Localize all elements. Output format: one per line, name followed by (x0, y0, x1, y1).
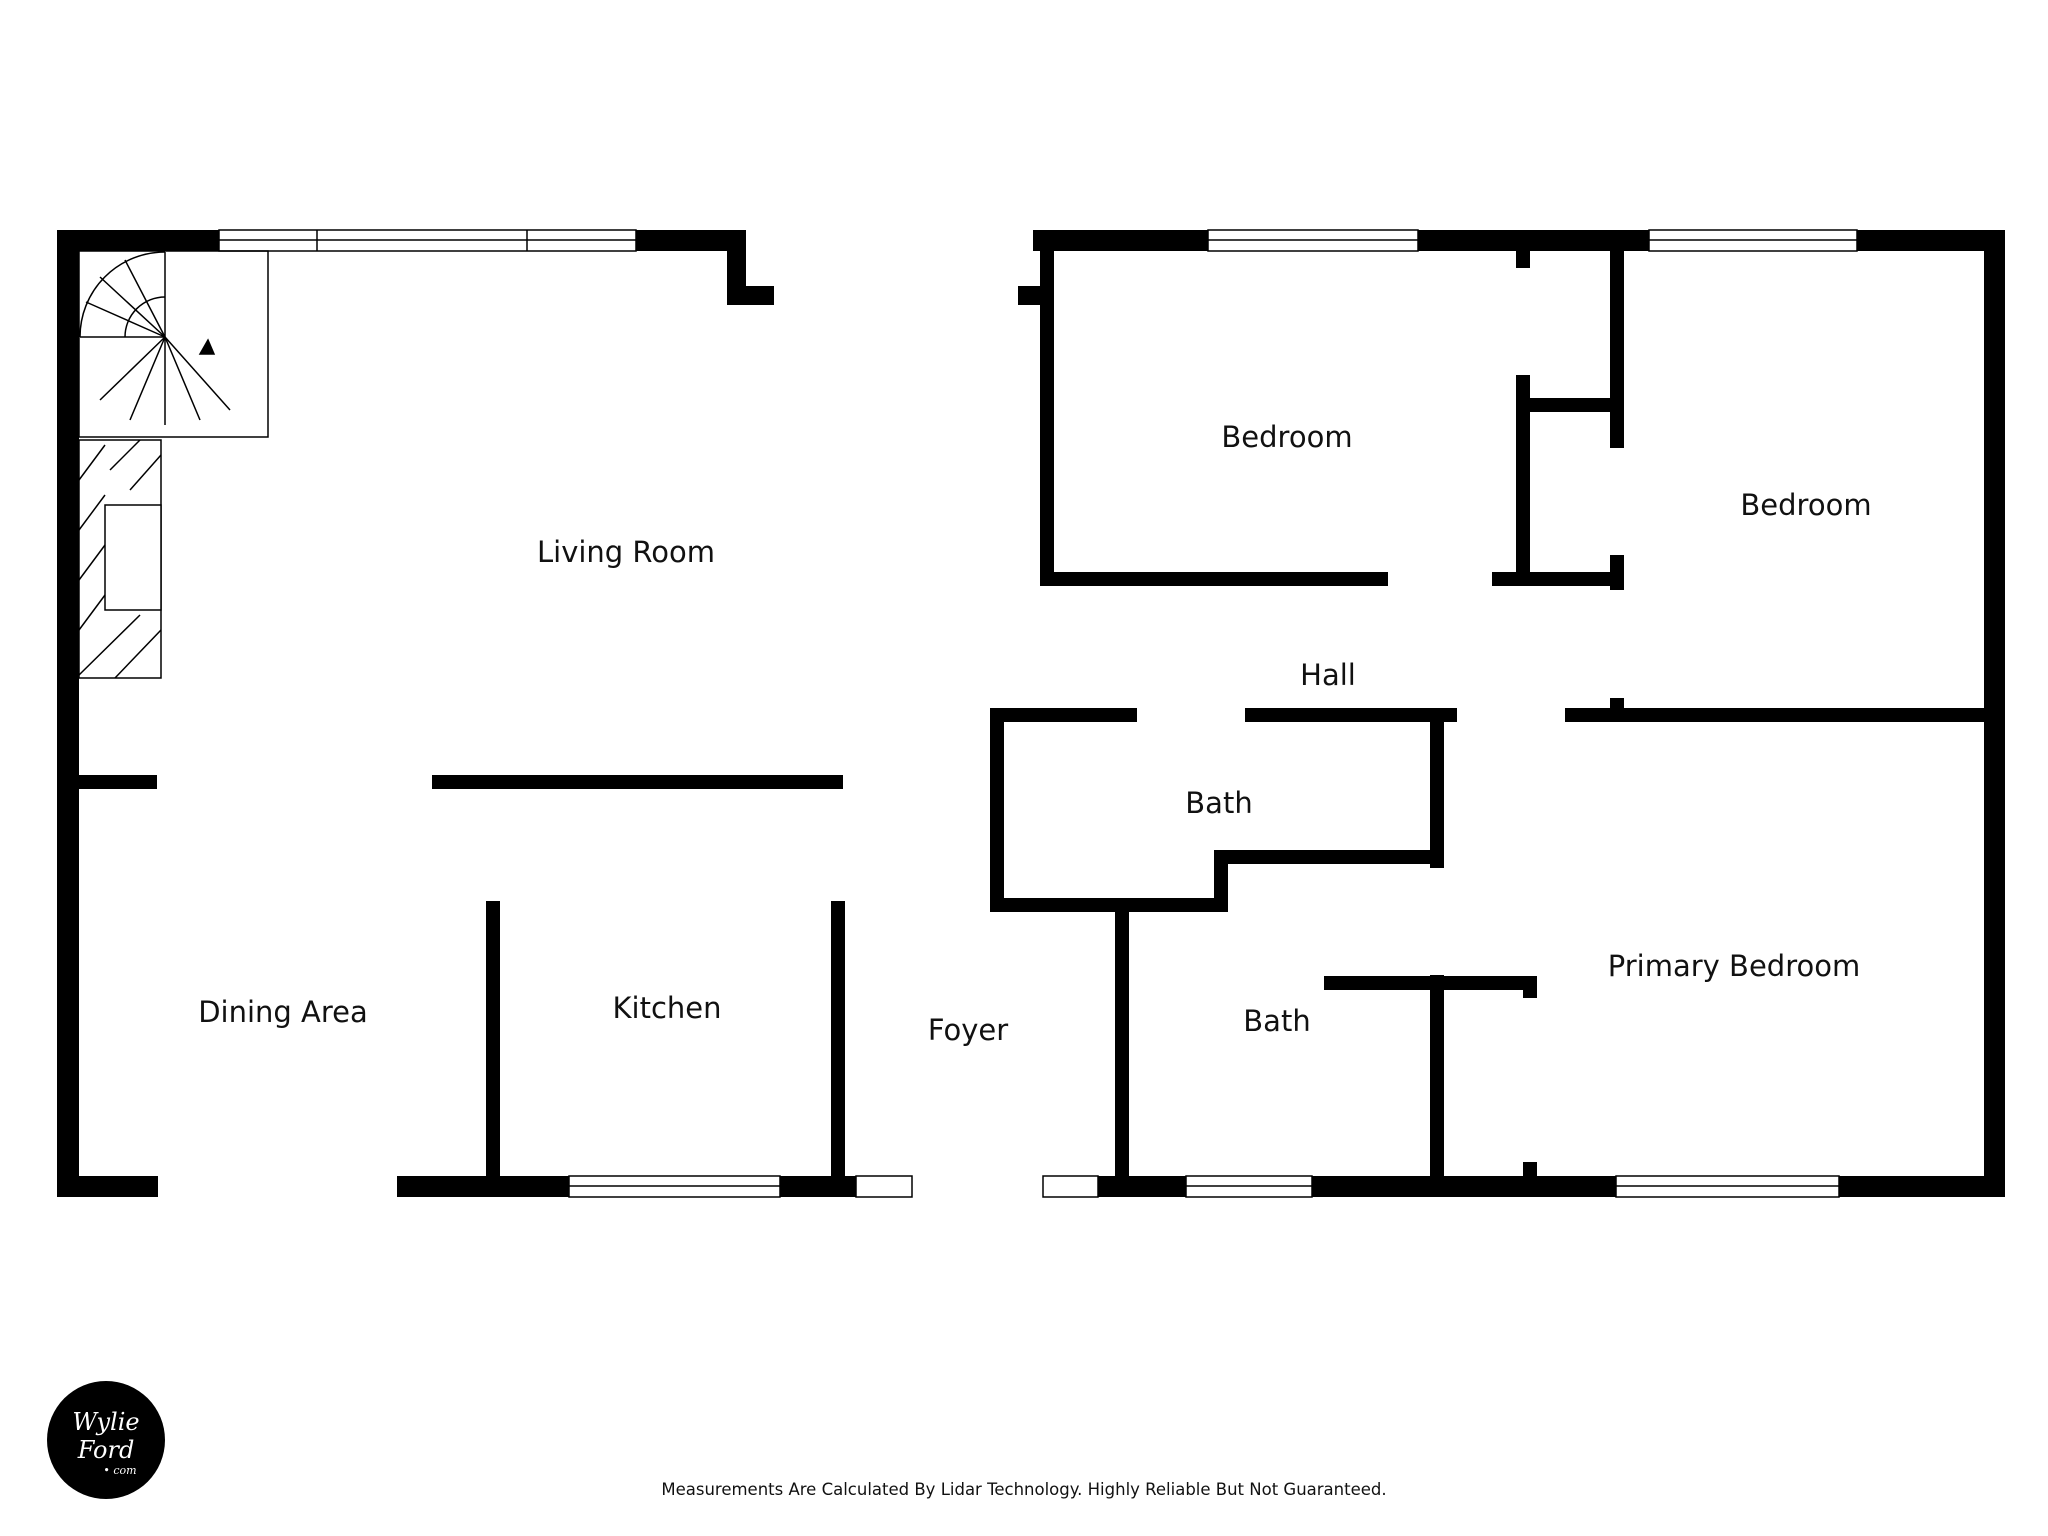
wall-top-right-2 (1418, 230, 1649, 251)
label-bedroom-1: Bedroom (1221, 420, 1352, 454)
logo-line-2: Ford (77, 1436, 135, 1464)
window-foyer-right (1042, 1175, 1099, 1198)
wall-hall-1 (990, 708, 1137, 722)
wall-closet-a (1516, 248, 1530, 268)
logo-line-3: • com (103, 1464, 136, 1477)
wall-bottom-6 (1839, 1176, 2005, 1197)
wall-bath1-step-v (1214, 850, 1228, 912)
window-foyer-left (855, 1175, 913, 1198)
wall-left (57, 230, 79, 1197)
wall-closet2-right-a (1523, 976, 1537, 998)
wall-kitchen-left (486, 901, 500, 1197)
wall-right (1984, 230, 2005, 1197)
label-bedroom-2: Bedroom (1740, 488, 1871, 522)
room-labels: Living Room Bedroom Bedroom Hall Bath Ba… (198, 420, 1871, 1047)
wall-bottom-1 (57, 1176, 158, 1197)
wall-closet2-top (1324, 976, 1537, 990)
wall-closet-c (1516, 398, 1618, 412)
wall-bath1-step-h (1214, 850, 1439, 864)
wall-closet-d (1610, 248, 1624, 448)
wall-divider-b (432, 775, 843, 789)
wall-hall-2 (1245, 708, 1457, 722)
wall-bottom-5 (1312, 1176, 1616, 1197)
label-kitchen: Kitchen (613, 991, 722, 1025)
wall-bath-divider-top (1430, 708, 1444, 868)
fireplace-opening (104, 504, 162, 611)
wall-bed1-bottom (1040, 572, 1388, 586)
windows (218, 229, 1858, 1198)
label-bath-1: Bath (1185, 786, 1252, 820)
wall-top-left-2 (636, 230, 746, 251)
stair-and-fireplace (78, 250, 269, 679)
label-dining-area: Dining Area (198, 995, 368, 1029)
wall-closet-b (1516, 375, 1530, 586)
wall-bed1-left (1040, 248, 1054, 586)
wall-bottom-3 (780, 1176, 856, 1197)
wall-hall-3 (1565, 708, 1994, 722)
wall-notch-2 (727, 286, 774, 305)
wall-divider-a (57, 775, 157, 789)
walls (57, 230, 2005, 1197)
brand-logo: Wylie Ford • com (47, 1381, 165, 1499)
wall-top-right-1 (1033, 230, 1208, 251)
wall-bath2-left (1115, 912, 1129, 1197)
wall-top-right-3 (1857, 230, 2005, 251)
wall-kitchen-right (831, 901, 845, 1197)
logo-line-1: Wylie (72, 1408, 139, 1436)
wall-closet-e (1610, 555, 1624, 590)
stair-arrow-icon (198, 338, 216, 355)
wall-bath-divider-bottom (1430, 975, 1444, 1197)
wall-bottom-2 (397, 1176, 569, 1197)
wall-bath1-bottom (990, 898, 1228, 912)
footer-disclaimer: Measurements Are Calculated By Lidar Tec… (661, 1480, 1387, 1499)
wall-bed1-bottom-2 (1492, 572, 1618, 586)
wall-bath1-left (990, 708, 1004, 912)
label-living-room: Living Room (537, 535, 715, 569)
wall-notch-3 (1018, 286, 1042, 305)
stair-frame (78, 250, 269, 438)
label-foyer: Foyer (928, 1013, 1008, 1047)
label-primary-bedroom: Primary Bedroom (1608, 949, 1860, 983)
wall-top-left (57, 230, 219, 251)
label-hall: Hall (1300, 658, 1356, 692)
label-bath-2: Bath (1243, 1004, 1310, 1038)
wall-bottom-4 (1098, 1176, 1186, 1197)
